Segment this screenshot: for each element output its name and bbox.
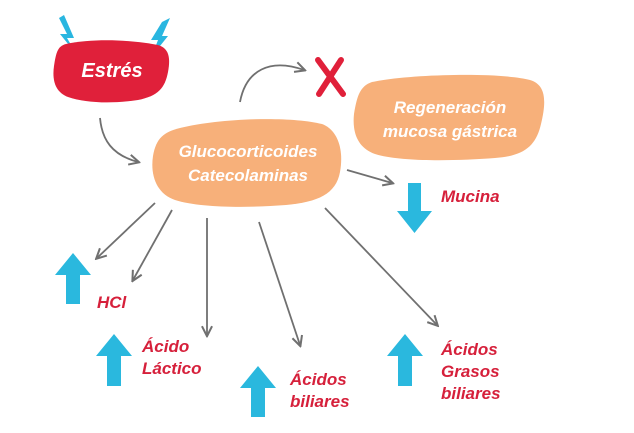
acido-lactico-line1: Ácido: [142, 337, 190, 356]
x-mark-icon: [315, 57, 346, 97]
connector-to-mucina: [346, 169, 392, 183]
hormones-label-line1: Glucocorticoides: [178, 142, 318, 161]
regeneration-label: Regeneración mucosa gástrica: [358, 96, 542, 144]
stress-node-shape: [53, 40, 170, 103]
regeneration-label-line2: mucosa gástrica: [382, 122, 518, 141]
connector-hormones-to-cross: [239, 65, 304, 103]
acidos-grasos-biliares-line2: Grasos: [441, 362, 500, 381]
connector-to-acidos-biliares: [258, 221, 300, 345]
acidos-grasos-biliares-line1: Ácidos: [441, 340, 498, 359]
acidos-biliares-label: Ácidos biliares: [290, 369, 350, 413]
hcl-label: HCl: [97, 293, 127, 312]
connector-to-acidos-grasos-biliares: [324, 207, 437, 325]
stress-label: Estrés: [81, 60, 143, 82]
arrow-up-icon: [96, 334, 132, 386]
arrow-down-icon: [397, 183, 432, 233]
mucina-label: Mucina: [441, 187, 500, 206]
acido-lactico-label: Ácido Láctico: [142, 336, 202, 380]
acidos-grasos-biliares-label: Ácidos Grasos biliares: [441, 339, 501, 405]
connector-to-acido-lactico: [133, 209, 173, 280]
connector-stress-to-hormones: [99, 117, 138, 162]
arrow-up-icon: [387, 334, 423, 386]
acidos-grasos-biliares-line3: biliares: [441, 384, 501, 403]
regeneration-label-line1: Regeneración: [393, 98, 507, 117]
acidos-biliares-line2: biliares: [290, 392, 350, 411]
acidos-biliares-line1: Ácidos: [290, 370, 347, 389]
arrow-up-icon: [240, 366, 276, 417]
hormones-label: Glucocorticoides Catecolaminas: [158, 140, 338, 188]
hormones-node-shape: [152, 119, 342, 207]
regeneration-node-shape: [353, 74, 545, 161]
arrow-up-icon: [55, 253, 91, 304]
lightning-bolt-icon: [59, 15, 77, 55]
connector-to-hcl: [97, 202, 156, 258]
acido-lactico-line2: Láctico: [142, 359, 202, 378]
hormones-label-line2: Catecolaminas: [188, 166, 308, 185]
